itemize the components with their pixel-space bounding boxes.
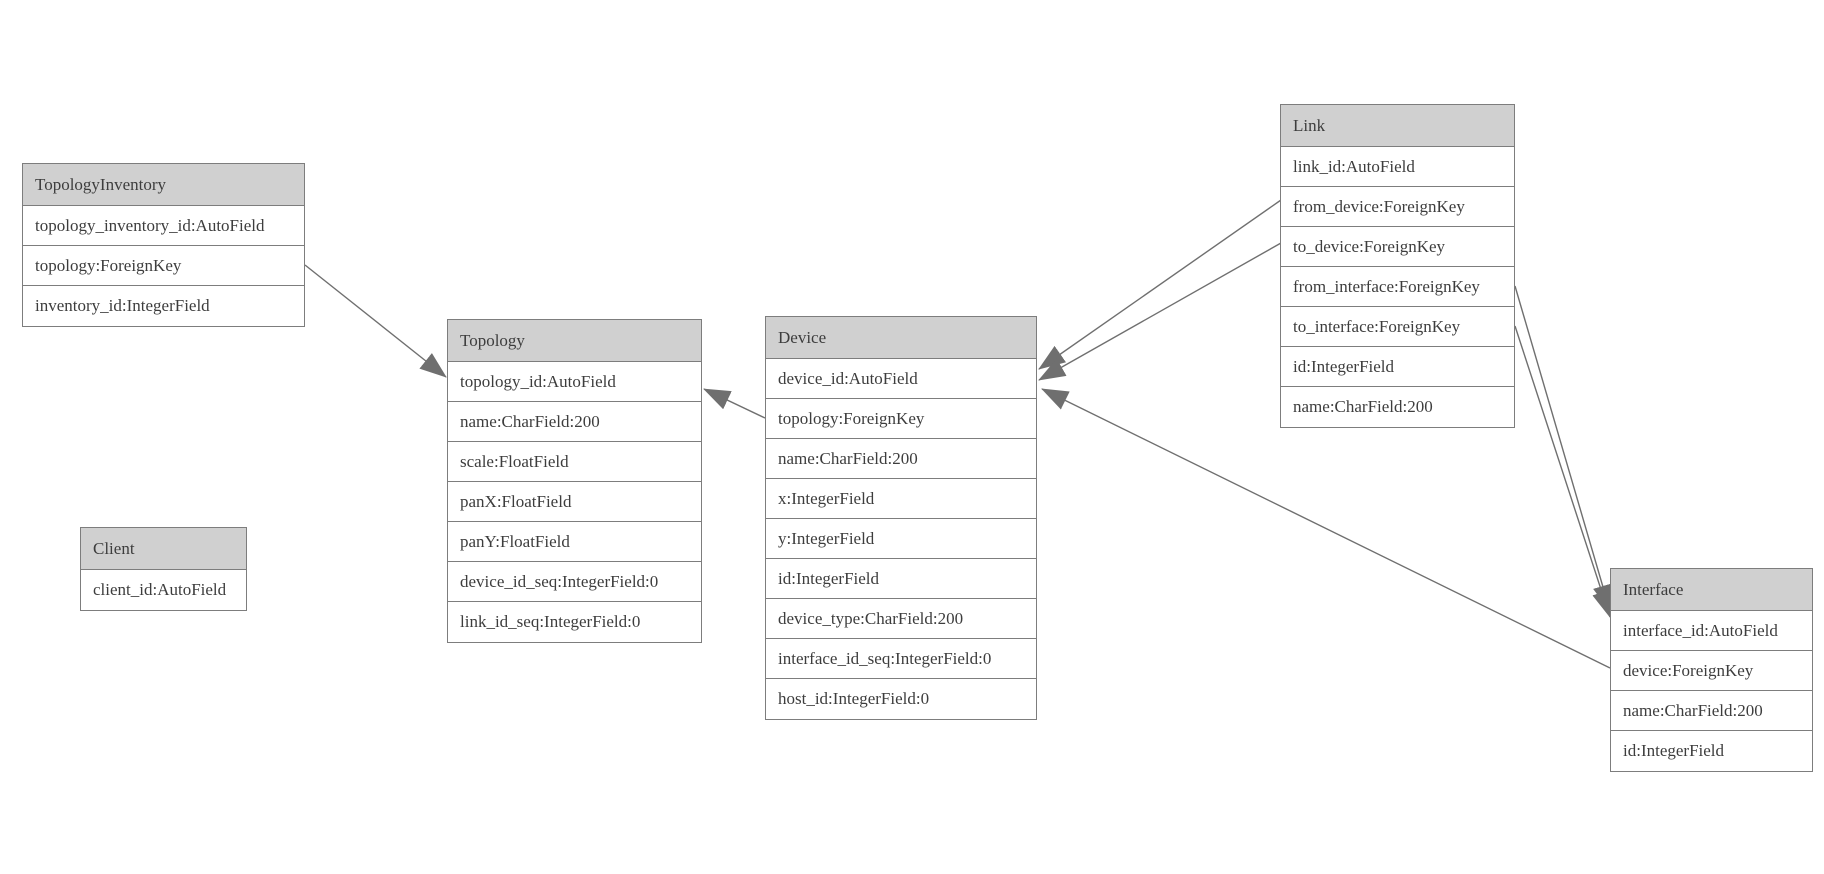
field-row: host_id:IntegerField:0	[766, 679, 1036, 719]
field-row: name:CharField:200	[1281, 387, 1514, 427]
entity-title: Topology	[448, 320, 701, 362]
field-row: to_device:ForeignKey	[1281, 227, 1514, 267]
field-row: panY:FloatField	[448, 522, 701, 562]
field-row: id:IntegerField	[1281, 347, 1514, 387]
field-row: x:IntegerField	[766, 479, 1036, 519]
field-row: interface_id:AutoField	[1611, 611, 1812, 651]
field-row: device:ForeignKey	[1611, 651, 1812, 691]
field-row: topology_id:AutoField	[448, 362, 701, 402]
relation-line-link-from_interface	[1514, 285, 1613, 612]
field-row: topology_inventory_id:AutoField	[23, 206, 304, 246]
field-row: name:CharField:200	[1611, 691, 1812, 731]
field-row: client_id:AutoField	[81, 570, 246, 610]
field-row: id:IntegerField	[766, 559, 1036, 599]
field-row: inventory_id:IntegerField	[23, 286, 304, 326]
field-row: name:CharField:200	[766, 439, 1036, 479]
field-row: name:CharField:200	[448, 402, 701, 442]
entity-title: TopologyInventory	[23, 164, 304, 206]
relation-line-link-from_device	[1038, 199, 1282, 370]
field-row: scale:FloatField	[448, 442, 701, 482]
relation-line-interface-device	[1041, 388, 1611, 669]
relation-line-link-to_interface	[1514, 325, 1612, 618]
field-row: device_type:CharField:200	[766, 599, 1036, 639]
field-row: to_interface:ForeignKey	[1281, 307, 1514, 347]
entity-title: Link	[1281, 105, 1514, 147]
field-row: interface_id_seq:IntegerField:0	[766, 639, 1036, 679]
field-row: device_id_seq:IntegerField:0	[448, 562, 701, 602]
field-row: from_interface:ForeignKey	[1281, 267, 1514, 307]
relation-line-link-to_device	[1038, 242, 1282, 381]
field-row: y:IntegerField	[766, 519, 1036, 559]
entity-title: Client	[81, 528, 246, 570]
field-row: link_id:AutoField	[1281, 147, 1514, 187]
field-row: panX:FloatField	[448, 482, 701, 522]
field-row: from_device:ForeignKey	[1281, 187, 1514, 227]
field-row: link_id_seq:IntegerField:0	[448, 602, 701, 642]
entity-title: Interface	[1611, 569, 1812, 611]
field-row: topology:ForeignKey	[766, 399, 1036, 439]
field-row: id:IntegerField	[1611, 731, 1812, 771]
entity-title: Device	[766, 317, 1036, 359]
relation-line-topologyinventory-topology	[304, 264, 447, 378]
field-row: topology:ForeignKey	[23, 246, 304, 286]
field-row: device_id:AutoField	[766, 359, 1036, 399]
relation-line-device-topology	[703, 388, 766, 419]
